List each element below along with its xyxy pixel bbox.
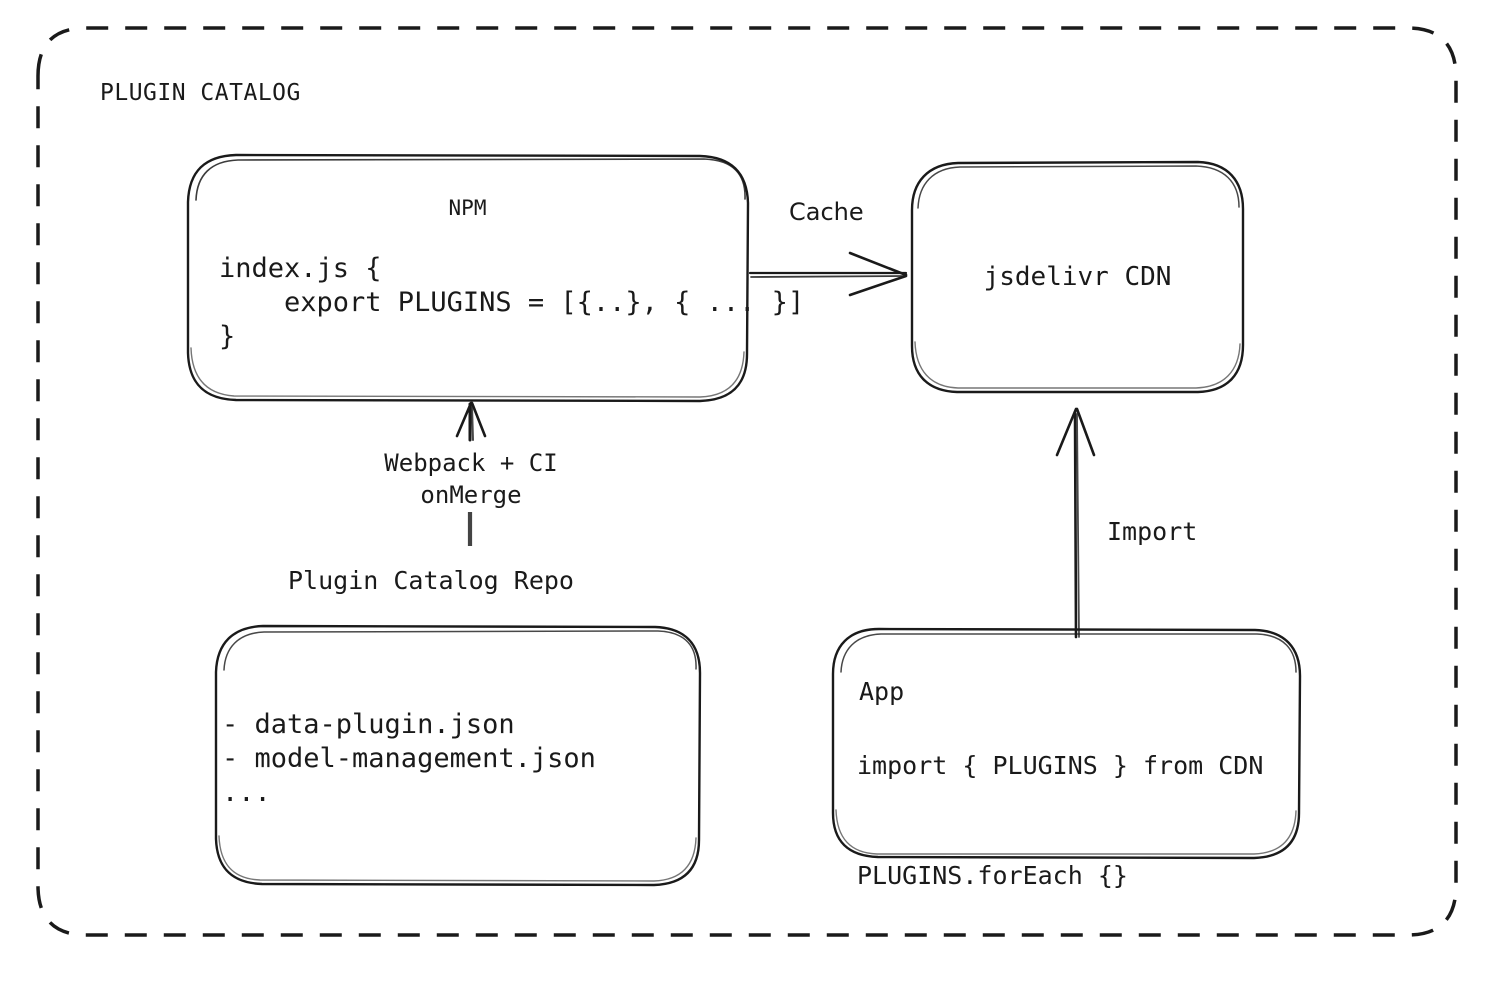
app-node-code: import { PLUGINS } from CDN PLUGINS.forE… xyxy=(857,751,1264,890)
import-edge-label: Import xyxy=(1107,517,1198,546)
build-edge-label: Webpack + CI onMerge xyxy=(384,449,558,509)
npm-node-title: NPM xyxy=(448,196,487,220)
cache-edge-label: Cache xyxy=(789,198,864,226)
group-container-label: PLUGIN CATALOG xyxy=(100,80,301,106)
repo-node-label: Plugin Catalog Repo xyxy=(288,566,574,595)
npm-node-code: index.js { export PLUGINS = [{..}, { ...… xyxy=(219,253,805,352)
repo-node-files: - data-plugin.json - model-management.js… xyxy=(222,709,596,809)
import-arrow xyxy=(1055,407,1096,639)
cdn-node-title: jsdelivr CDN xyxy=(983,262,1172,292)
app-node-title: App xyxy=(859,677,905,706)
